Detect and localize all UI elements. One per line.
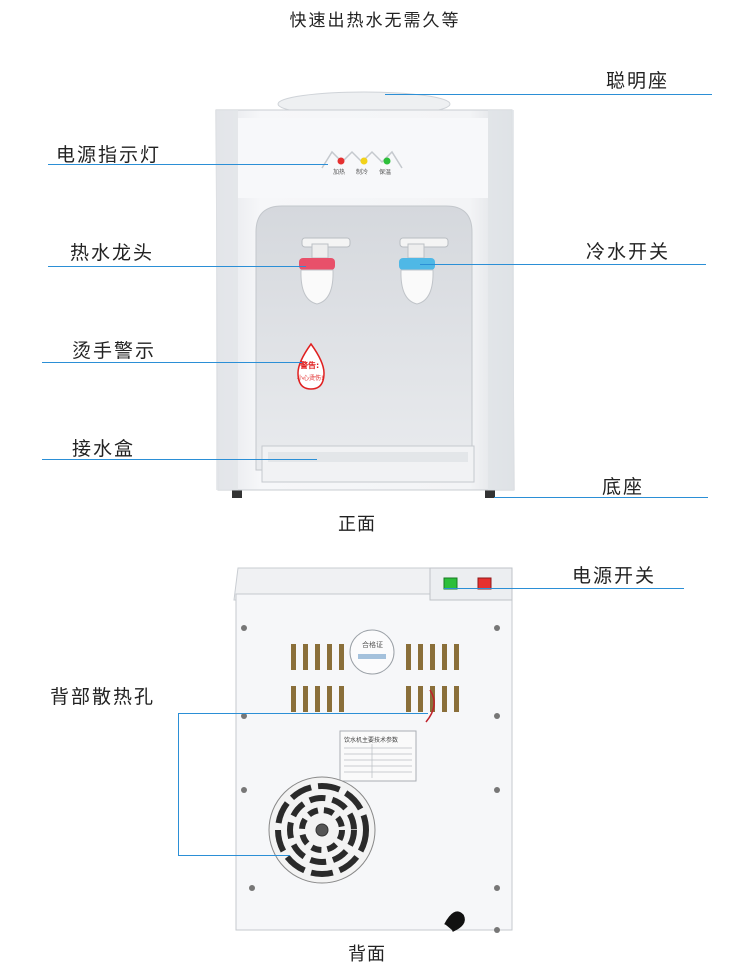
indicator-keepwarm-light (383, 157, 391, 165)
hot-water-tap (299, 237, 351, 305)
caption-back: 背面 (348, 944, 386, 965)
label-rear-vents: 背部散热孔 (50, 686, 156, 708)
page-title: 快速出热水无需久等 (289, 11, 461, 31)
certificate-label: 合格证 (362, 641, 383, 649)
leader-drip-tray (42, 459, 317, 460)
leader-rear-vents-bottom (178, 855, 290, 856)
indicator-label-keepwarm: 保温 (379, 169, 392, 176)
fan-grille (268, 776, 376, 884)
leader-rear-vents-top (178, 713, 428, 714)
vent-slots-right (406, 644, 459, 712)
leader-cold-switch (420, 264, 706, 265)
leader-rear-vents-vertical (178, 713, 179, 856)
hot-warning-sticker (297, 342, 325, 390)
indicator-cooling-light (360, 157, 368, 165)
label-base: 底座 (602, 476, 645, 498)
label-smart-seat: 聪明座 (606, 70, 670, 92)
front-foot-left (232, 487, 242, 498)
front-dispenser-illustration (215, 91, 515, 498)
leader-base (494, 497, 708, 498)
caption-front: 正面 (338, 514, 376, 535)
indicator-label-cooling: 制冷 (356, 169, 369, 176)
front-foot-right (485, 487, 495, 498)
spec-plate-title: 饮水机主要技术参数 (344, 737, 399, 744)
label-power-light: 电源指示灯 (56, 144, 162, 166)
label-power-switch: 电源开关 (572, 565, 657, 587)
drip-tray (261, 445, 475, 483)
cold-water-tap (399, 237, 449, 305)
leader-hot-tap (48, 266, 306, 267)
label-hot-tap: 热水龙头 (70, 242, 155, 264)
power-switch-red (477, 577, 492, 590)
power-switch-green (443, 577, 458, 590)
leader-hot-warning (42, 362, 302, 363)
label-cold-switch: 冷水开关 (586, 241, 671, 263)
warning-sticker-line2: 小心烫伤! (297, 375, 324, 382)
indicator-label-heating: 加热 (333, 169, 346, 176)
label-drip-tray: 接水盒 (72, 438, 136, 460)
warning-sticker-line1: 警告: (300, 361, 320, 370)
leader-power-light (48, 164, 328, 165)
spec-plate (339, 730, 417, 782)
leader-smart-seat (385, 94, 712, 95)
back-dispenser-illustration (233, 567, 513, 933)
leader-power-switch (444, 588, 684, 589)
vent-slots-left (291, 644, 344, 712)
power-cord (444, 911, 465, 932)
label-hot-warning: 烫手警示 (72, 340, 157, 362)
power-switch-housing (429, 567, 513, 601)
indicator-heating-light (337, 157, 345, 165)
certificate-seal (349, 629, 395, 675)
